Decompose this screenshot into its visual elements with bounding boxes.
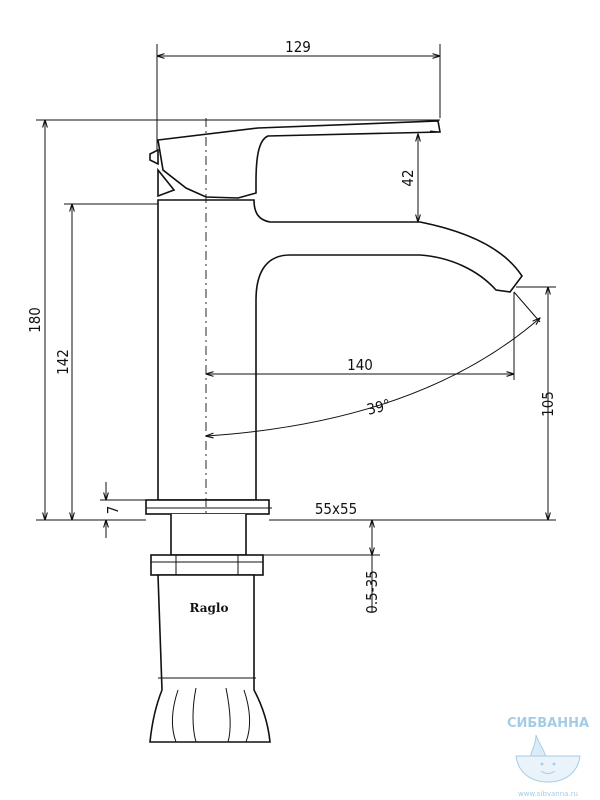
svg-text:55x55: 55x55 xyxy=(315,500,357,518)
bottom-body xyxy=(149,574,271,743)
watermark: СИБВАННА www.sibvanna.ru xyxy=(507,716,589,798)
dim-total-height: 180 xyxy=(26,119,440,521)
svg-text:105: 105 xyxy=(539,391,557,417)
svg-text:129: 129 xyxy=(285,38,311,56)
lock-nut xyxy=(150,554,264,576)
bathtub-icon xyxy=(515,755,581,783)
base-plate xyxy=(145,499,270,515)
watermark-url: www.sibvanna.ru xyxy=(518,790,578,798)
svg-text:140: 140 xyxy=(347,356,373,374)
brand-mark: Raglo xyxy=(190,601,229,615)
dim-mount-range: 0.5-35 xyxy=(263,520,381,614)
dim-base-size: 55x55 xyxy=(146,500,372,521)
dim-body-height: 142 xyxy=(54,203,158,520)
handle-lever xyxy=(157,120,441,199)
svg-text:39°: 39° xyxy=(365,396,393,419)
faucet-body xyxy=(157,199,523,501)
svg-text:0.5-35: 0.5-35 xyxy=(363,570,381,614)
dim-top-width: 129 xyxy=(156,38,441,150)
dim-spout-angle: 39° xyxy=(206,291,540,436)
dim-handle-height: 42 xyxy=(399,134,418,222)
svg-text:7: 7 xyxy=(104,506,122,515)
faucet-outline: Raglo xyxy=(145,120,523,743)
mounting-stem xyxy=(170,514,247,556)
svg-text:142: 142 xyxy=(54,349,72,375)
svg-text:180: 180 xyxy=(26,307,44,333)
svg-text:42: 42 xyxy=(399,169,417,186)
dim-base-thickness: 7 xyxy=(100,482,146,538)
watermark-name: СИБВАННА xyxy=(507,716,589,731)
handle-knob xyxy=(149,148,159,166)
